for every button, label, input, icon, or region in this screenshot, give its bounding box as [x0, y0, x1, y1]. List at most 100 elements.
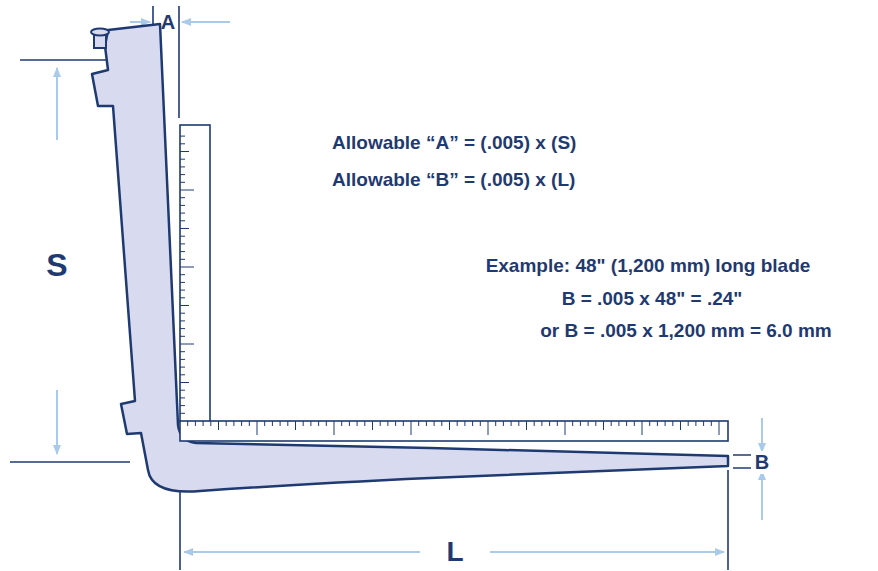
tick [472, 421, 473, 426]
tick [180, 297, 185, 298]
tick [180, 236, 185, 237]
tick [180, 243, 185, 244]
tick [180, 344, 194, 345]
tick [180, 351, 185, 352]
tick [372, 421, 373, 430]
tick [434, 421, 435, 426]
tick [180, 336, 185, 337]
tick [688, 421, 689, 426]
tick [310, 421, 311, 426]
tick [180, 397, 185, 398]
tick [180, 328, 185, 329]
horizontal-ruler [180, 421, 728, 441]
example-text: or B = .005 x 1,200 mm = 6.0 mm [540, 320, 832, 342]
tick [334, 421, 335, 435]
vertical-ruler [180, 125, 210, 422]
formula-text: Allowable “B” = (.005) x (L) [332, 169, 575, 191]
tick [603, 421, 604, 430]
tick [203, 421, 204, 426]
tick [180, 359, 185, 360]
tick [187, 421, 188, 426]
tick [642, 421, 643, 435]
tick [233, 421, 234, 426]
dimension-letter: B [751, 451, 773, 474]
tick [180, 367, 185, 368]
tick [580, 421, 581, 426]
tick [180, 228, 189, 229]
tick [488, 421, 489, 435]
tick [480, 421, 481, 426]
tick [418, 421, 419, 426]
tick [680, 421, 681, 430]
tick [611, 421, 612, 426]
tick [457, 421, 458, 426]
formula-text: Allowable “A” = (.005) x (S) [332, 132, 576, 154]
tick [534, 421, 535, 426]
tick [180, 205, 185, 206]
tick [464, 421, 465, 426]
tick [449, 421, 450, 430]
tick [549, 421, 550, 426]
tick [226, 421, 227, 426]
top-pin [91, 29, 109, 49]
tick [665, 421, 666, 426]
tick [387, 421, 388, 426]
tick [180, 320, 185, 321]
tick [210, 421, 211, 426]
tick [557, 421, 558, 426]
tick [180, 405, 185, 406]
tick [272, 421, 273, 426]
tick [195, 421, 196, 426]
tick [719, 421, 720, 435]
tick [180, 166, 185, 167]
tick [649, 421, 650, 426]
tick [318, 421, 319, 426]
tick [295, 421, 296, 430]
tick [634, 421, 635, 426]
tick [403, 421, 404, 426]
tick [711, 421, 712, 426]
tick [503, 421, 504, 426]
tick [657, 421, 658, 426]
dimension-letter: L [442, 536, 467, 568]
tick [572, 421, 573, 426]
tick [518, 421, 519, 426]
tick [180, 151, 189, 152]
dimension-letter: A [161, 11, 175, 34]
tick [357, 421, 358, 426]
tick [280, 421, 281, 426]
tick [180, 190, 194, 191]
tick [241, 421, 242, 426]
tick [180, 267, 194, 268]
tick [218, 421, 219, 430]
tick [180, 382, 189, 383]
tick [595, 421, 596, 426]
tick [180, 313, 185, 314]
tick [180, 143, 185, 144]
tick [180, 390, 185, 391]
tick [180, 174, 185, 175]
tick [257, 421, 258, 435]
tick [180, 259, 185, 260]
tick [180, 305, 189, 306]
tick [349, 421, 350, 426]
tick [495, 421, 496, 426]
tick [180, 182, 185, 183]
tick [180, 274, 185, 275]
tick [180, 251, 185, 252]
example-text: Example: 48" (1,200 mm) long blade [486, 255, 811, 277]
tick [380, 421, 381, 426]
tick [180, 213, 185, 214]
tick [180, 197, 185, 198]
tick [303, 421, 304, 426]
tick [180, 374, 185, 375]
dimension-letter: S [42, 247, 71, 284]
tick [341, 421, 342, 426]
tick [180, 220, 185, 221]
tick [526, 421, 527, 430]
tick [180, 282, 185, 283]
tick [588, 421, 589, 426]
tick [411, 421, 412, 435]
tick [364, 421, 365, 426]
